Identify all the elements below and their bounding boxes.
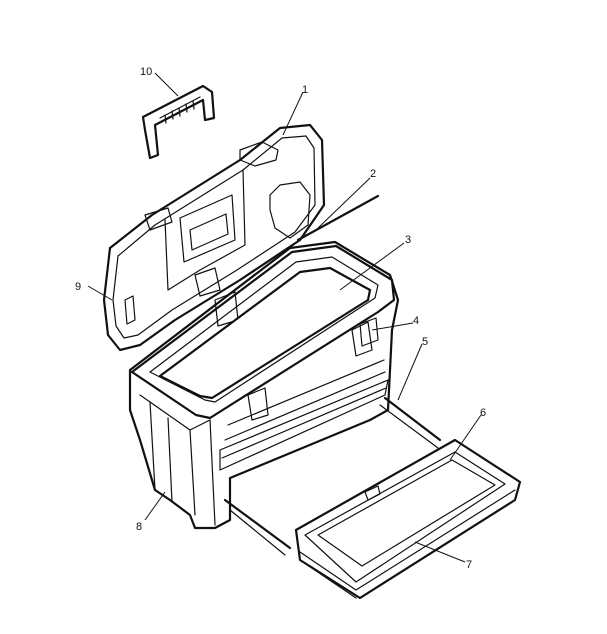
leader-lines	[87, 72, 482, 563]
callout-9: 9	[75, 281, 81, 293]
callout-3: 3	[405, 234, 411, 246]
hinge-pin-part	[296, 194, 380, 242]
callout-5: 5	[422, 336, 428, 348]
callout-labels: 10 1 2 3 4 5 6 7 8 9	[75, 66, 486, 571]
drawer-part	[294, 438, 522, 600]
callout-4: 4	[413, 315, 419, 327]
callout-7: 7	[466, 559, 472, 571]
callout-10: 10	[140, 66, 152, 78]
callout-6: 6	[480, 407, 486, 419]
callout-2: 2	[370, 168, 376, 180]
lid-part	[102, 123, 326, 352]
handle-part	[141, 84, 216, 160]
callout-1: 1	[302, 84, 308, 96]
latch-part	[359, 317, 379, 347]
liner-part	[317, 459, 496, 567]
slide-rail-part	[223, 396, 442, 556]
callout-8: 8	[136, 521, 142, 533]
tray-part	[158, 266, 372, 400]
